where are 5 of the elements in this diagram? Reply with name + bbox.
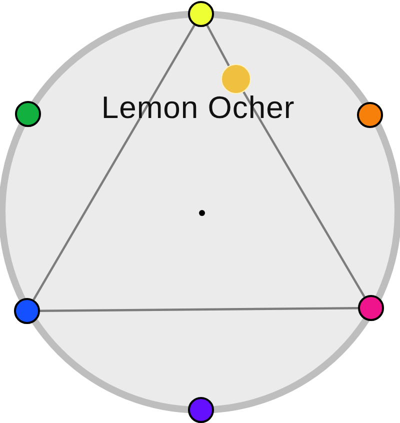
connector-line — [40, 307, 358, 312]
connector-line — [32, 24, 196, 300]
connector-line — [206, 24, 230, 66]
connector-line — [242, 91, 366, 298]
color-name-label: Lemon Ocher — [101, 92, 295, 123]
